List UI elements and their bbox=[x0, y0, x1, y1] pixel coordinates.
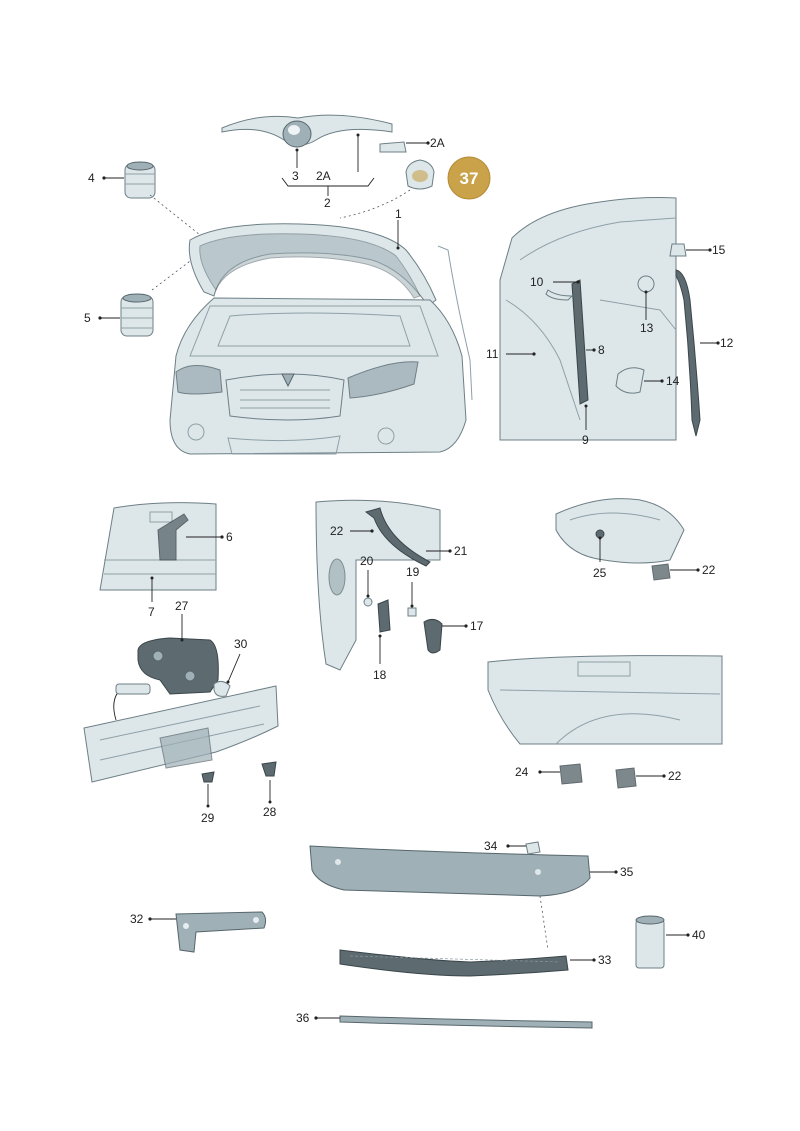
side-panel-scene bbox=[315, 499, 443, 671]
callout-7: 7 bbox=[148, 605, 155, 619]
rubber-buffer-5 bbox=[120, 293, 154, 337]
clip-24 bbox=[559, 763, 583, 785]
callout-10: 10 bbox=[530, 275, 544, 289]
callout-35: 35 bbox=[620, 865, 634, 879]
cowl-panel-35 bbox=[309, 845, 591, 897]
lock-cross-member bbox=[83, 683, 279, 783]
callout-34: 34 bbox=[484, 839, 498, 853]
callout-40: 40 bbox=[692, 928, 706, 942]
callout-33: 33 bbox=[598, 953, 612, 967]
rubber-grommet-30 bbox=[213, 680, 231, 697]
callout-27: 27 bbox=[175, 599, 189, 613]
callout-12: 12 bbox=[720, 336, 734, 350]
callout-15: 15 bbox=[712, 243, 726, 257]
callout-30: 30 bbox=[234, 637, 248, 651]
callout-20: 20 bbox=[360, 554, 374, 568]
callout-17: 17 bbox=[470, 619, 484, 633]
badge-part-2A bbox=[379, 141, 407, 153]
callout-11: 11 bbox=[486, 347, 499, 361]
bracket-32 bbox=[175, 911, 267, 953]
bolt-29 bbox=[201, 771, 215, 783]
aerosol-can-40 bbox=[635, 915, 665, 969]
callout-2A-mid: 2A bbox=[316, 169, 331, 183]
bracket-scene-25 bbox=[555, 498, 685, 564]
callout-28: 28 bbox=[263, 805, 277, 819]
callout-21: 21 bbox=[454, 544, 468, 558]
badge-label: 37 bbox=[460, 169, 479, 188]
callout-9: 9 bbox=[582, 433, 589, 447]
badge-37[interactable]: 37 bbox=[447, 156, 491, 200]
callout-22-b: 22 bbox=[702, 563, 716, 577]
car-front-view bbox=[169, 223, 473, 455]
nut-34 bbox=[525, 841, 541, 855]
callout-4: 4 bbox=[88, 171, 95, 185]
callout-6: 6 bbox=[226, 530, 233, 544]
callout-14: 14 bbox=[666, 374, 680, 388]
callout-32: 32 bbox=[130, 912, 144, 926]
bolt-28 bbox=[261, 761, 277, 777]
callout-24: 24 bbox=[515, 765, 529, 779]
callout-2A-top: 2A bbox=[430, 136, 445, 150]
callout-2: 2 bbox=[324, 196, 331, 210]
rubber-strip-36 bbox=[339, 1015, 593, 1029]
callout-8: 8 bbox=[598, 343, 605, 357]
callout-13: 13 bbox=[640, 321, 654, 335]
strut-area-scene bbox=[499, 197, 701, 441]
grille-emblem-strip bbox=[221, 114, 393, 148]
callout-1: 1 bbox=[395, 207, 402, 221]
callout-5: 5 bbox=[84, 311, 91, 325]
rubber-buffer-4 bbox=[124, 161, 156, 199]
callout-22-a: 22 bbox=[330, 524, 344, 538]
seal-strip-33 bbox=[339, 949, 569, 977]
front-panel-scene bbox=[99, 502, 217, 591]
callout-29: 29 bbox=[201, 811, 215, 825]
clip-part bbox=[405, 159, 435, 190]
clip-22-c bbox=[615, 767, 637, 789]
callout-22-c: 22 bbox=[668, 769, 682, 783]
callout-18: 18 bbox=[373, 668, 387, 682]
callout-25: 25 bbox=[593, 566, 607, 580]
callout-19: 19 bbox=[406, 565, 420, 579]
clip-22-b bbox=[651, 563, 671, 581]
bonnet-lock bbox=[137, 637, 219, 695]
wheel-arch-scene bbox=[487, 655, 723, 745]
callout-36: 36 bbox=[296, 1011, 310, 1025]
callout-3: 3 bbox=[292, 169, 299, 183]
